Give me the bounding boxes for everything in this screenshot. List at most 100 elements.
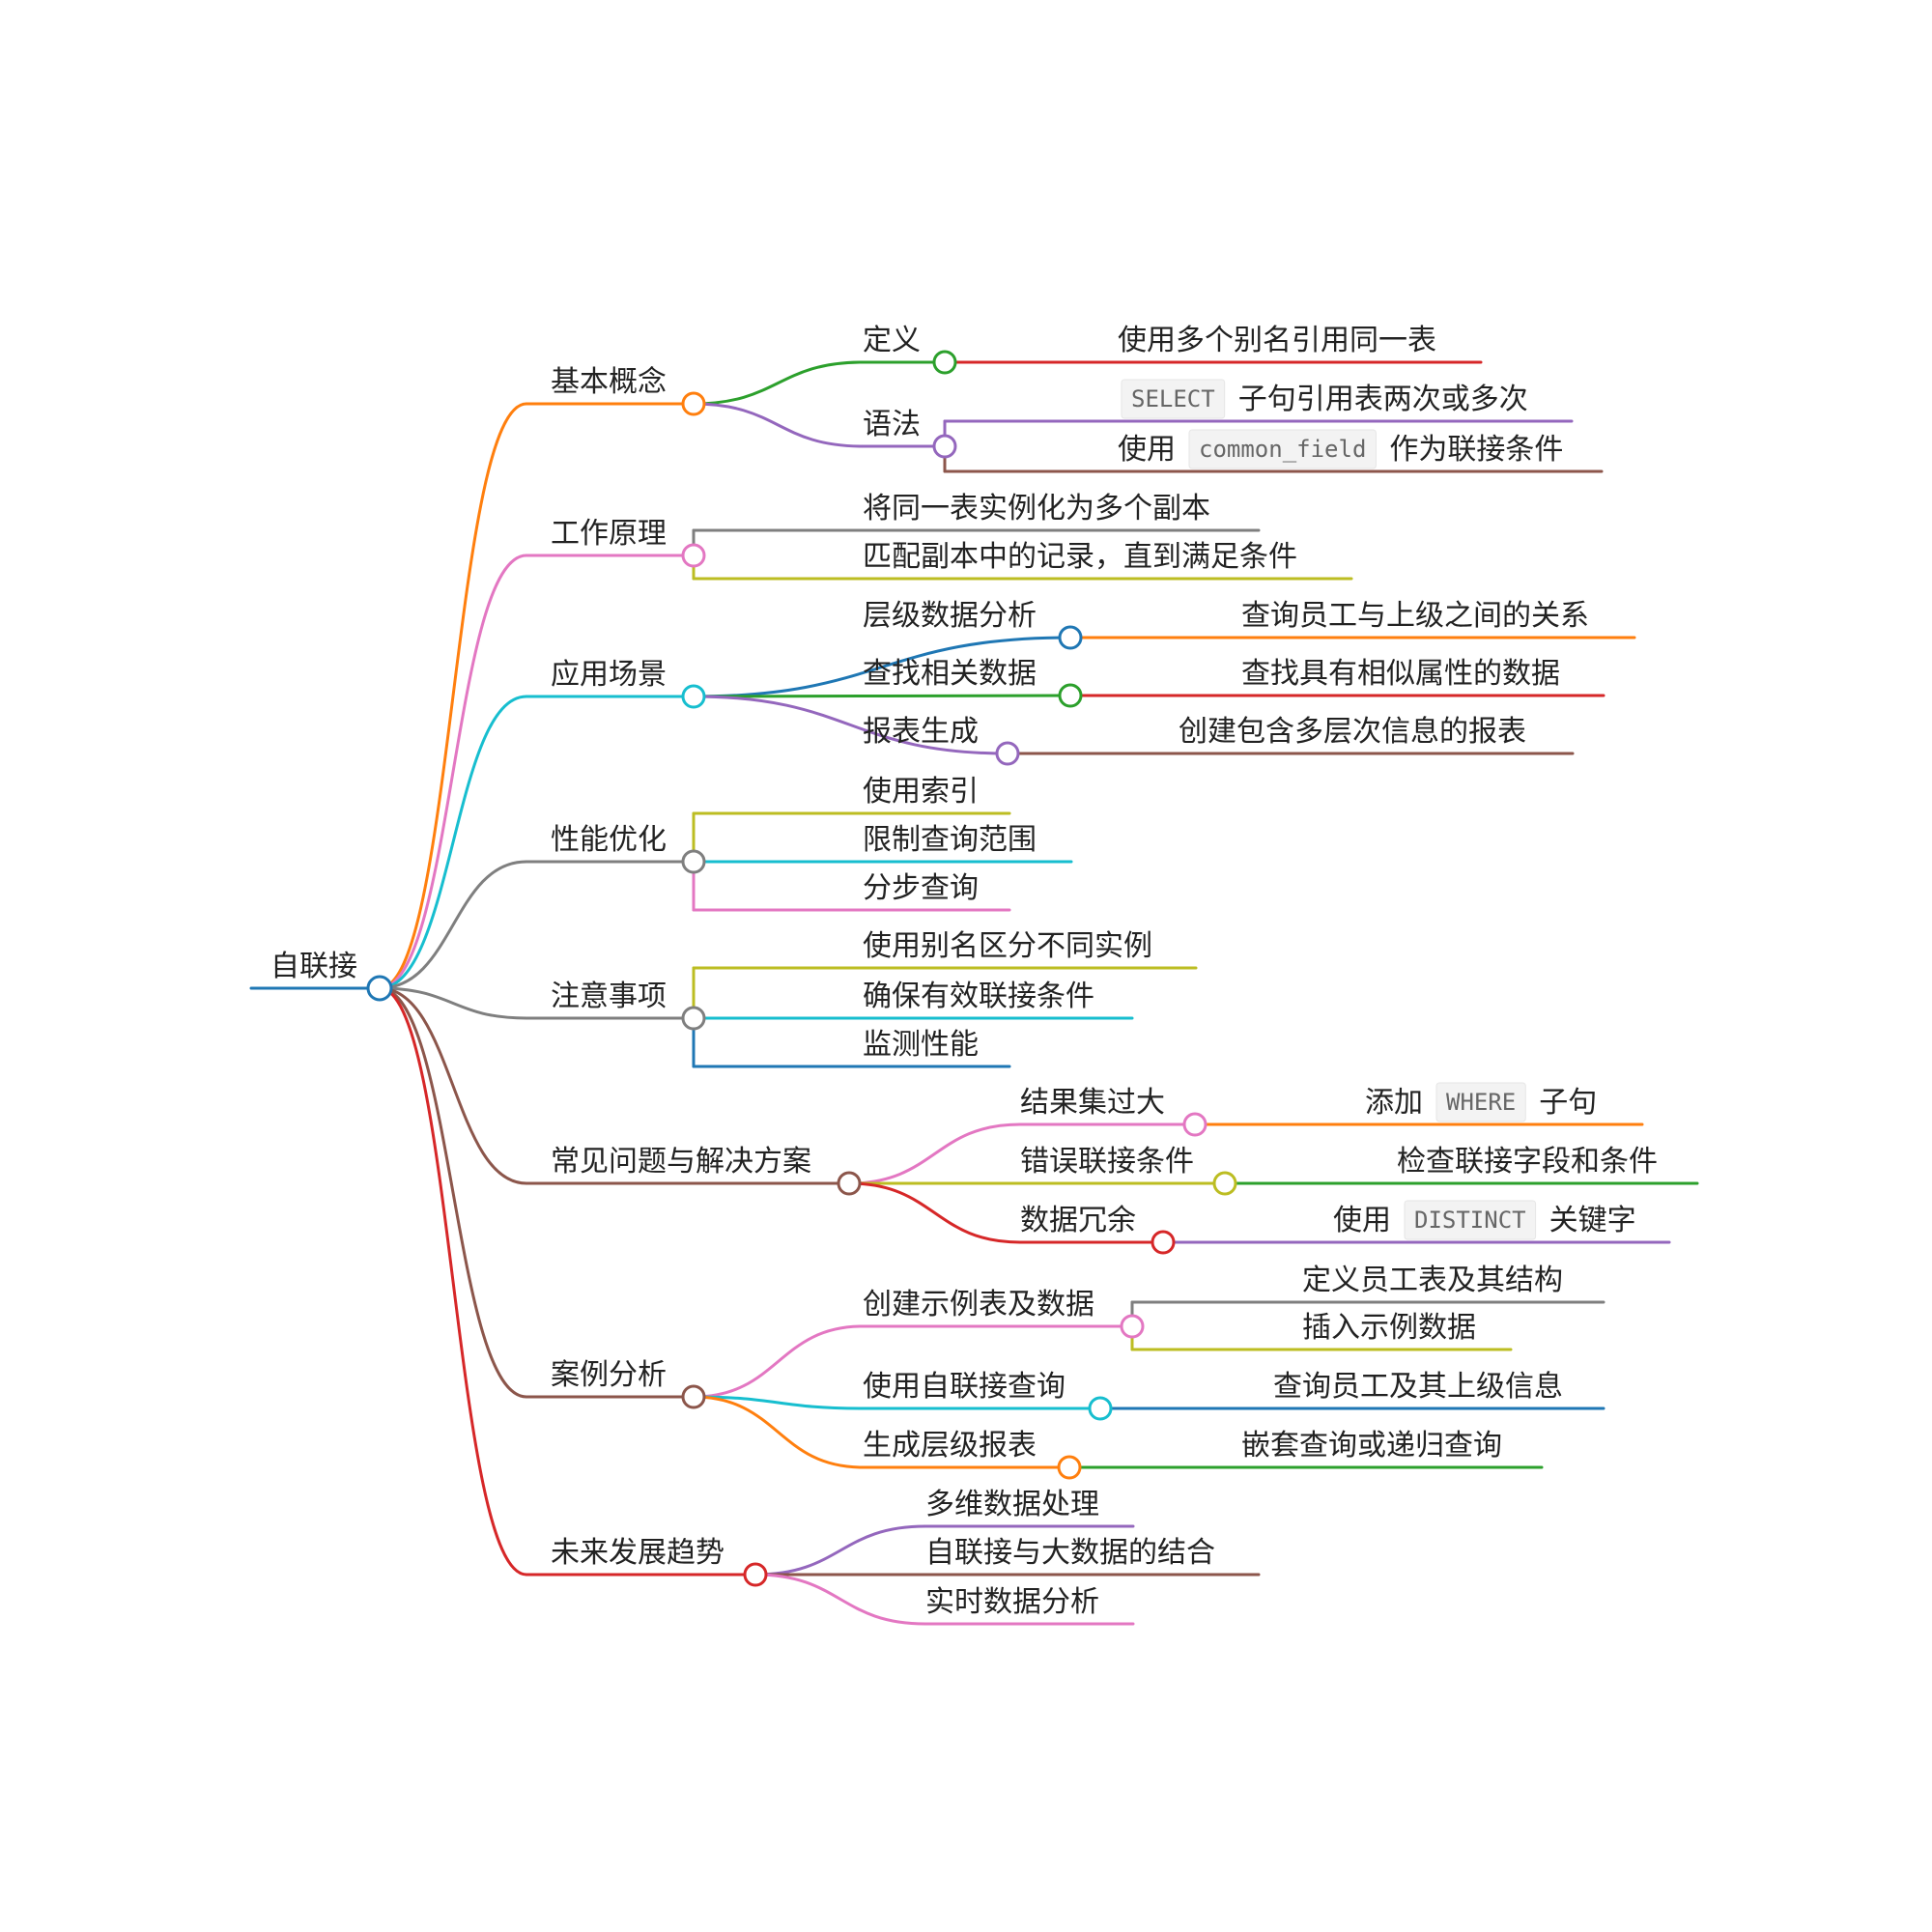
node-circle-b1[interactable] bbox=[681, 391, 706, 416]
node-b7a2: 插入示例数据 bbox=[1302, 1311, 1476, 1345]
edge-b7a bbox=[692, 1324, 865, 1399]
edge-b8 bbox=[378, 986, 528, 1577]
node-label: 插入示例数据 bbox=[1302, 1311, 1476, 1345]
node-b2: 工作原理 bbox=[551, 517, 667, 551]
edge-b7b bbox=[692, 1395, 865, 1410]
node-root: 自联接 bbox=[270, 950, 357, 983]
node-label: 结果集过大 bbox=[1020, 1086, 1165, 1120]
edge-b3c bbox=[692, 695, 1009, 755]
node-b1b2: 使用 common_field 作为联接条件 bbox=[1118, 429, 1563, 469]
node-label: 案例分析 bbox=[551, 1358, 667, 1392]
node-b3c: 报表生成 bbox=[863, 715, 979, 749]
edge-b6c bbox=[847, 1181, 1022, 1244]
node-label: 创建包含多层次信息的报表 bbox=[1179, 715, 1526, 749]
edge-b1a bbox=[692, 360, 865, 406]
edge-b2 bbox=[378, 554, 528, 990]
node-label: 性能优化 bbox=[551, 823, 667, 857]
node-label: 匹配副本中的记录，直到满足条件 bbox=[863, 540, 1297, 574]
edge-b7 bbox=[378, 986, 528, 1399]
node-b3b1: 查找具有相似属性的数据 bbox=[1241, 657, 1560, 691]
node-b1: 基本概念 bbox=[551, 365, 667, 399]
node-b7a: 创建示例表及数据 bbox=[863, 1288, 1094, 1321]
node-label: 自联接与大数据的结合 bbox=[925, 1536, 1215, 1570]
node-b5: 注意事项 bbox=[551, 980, 667, 1013]
node-b4: 性能优化 bbox=[551, 823, 667, 857]
node-circle-b7[interactable] bbox=[681, 1384, 706, 1409]
node-circle-root[interactable] bbox=[366, 975, 393, 1002]
node-label: 限制查询范围 bbox=[863, 823, 1037, 857]
node-label: 将同一表实例化为多个副本 bbox=[863, 492, 1210, 526]
node-b6b1: 检查联接字段和条件 bbox=[1397, 1145, 1658, 1179]
code-snippet: WHERE bbox=[1446, 1089, 1516, 1116]
code-background bbox=[1404, 1200, 1537, 1240]
node-label: 查找相关数据 bbox=[863, 657, 1037, 691]
node-circle-b2[interactable] bbox=[681, 543, 706, 568]
node-circle-b1b[interactable] bbox=[932, 434, 957, 459]
node-b7b: 使用自联接查询 bbox=[863, 1370, 1065, 1404]
node-circle-b6[interactable] bbox=[837, 1171, 862, 1196]
node-circle-b6c[interactable] bbox=[1151, 1230, 1176, 1255]
node-label: 定义员工表及其结构 bbox=[1302, 1264, 1563, 1297]
edge-b6 bbox=[378, 986, 528, 1185]
mind-map-circles bbox=[366, 350, 1237, 1587]
node-label: 确保有效联接条件 bbox=[863, 980, 1094, 1013]
node-b1a1: 使用多个别名引用同一表 bbox=[1118, 324, 1436, 357]
node-label: 查找具有相似属性的数据 bbox=[1241, 657, 1560, 691]
edge-b3a bbox=[692, 636, 1072, 698]
node-circle-b3[interactable] bbox=[681, 684, 706, 709]
node-circle-b8[interactable] bbox=[743, 1562, 768, 1587]
node-label: 基本概念 bbox=[551, 365, 667, 399]
node-circle-b7b[interactable] bbox=[1088, 1396, 1113, 1421]
node-circle-b3b[interactable] bbox=[1058, 683, 1083, 708]
node-b1b: 语法 bbox=[863, 408, 921, 441]
edge-b5 bbox=[378, 986, 528, 1020]
node-b5a: 使用别名区分不同实例 bbox=[863, 929, 1152, 963]
node-circle-b7a[interactable] bbox=[1120, 1314, 1145, 1339]
node-label: 多维数据处理 bbox=[925, 1488, 1099, 1521]
node-b2a: 将同一表实例化为多个副本 bbox=[863, 492, 1210, 526]
node-b6b: 错误联接条件 bbox=[1020, 1145, 1194, 1179]
node-circle-b3c[interactable] bbox=[995, 741, 1020, 766]
node-b5b: 确保有效联接条件 bbox=[863, 980, 1094, 1013]
node-label: 查询员工及其上级信息 bbox=[1273, 1370, 1563, 1404]
node-label: 监测性能 bbox=[863, 1028, 979, 1062]
node-label-part: 子句 bbox=[1539, 1086, 1597, 1120]
code-snippet: common_field bbox=[1199, 436, 1366, 463]
node-circle-b5[interactable] bbox=[681, 1006, 706, 1031]
node-b6c: 数据冗余 bbox=[1020, 1204, 1136, 1237]
node-b3a1: 查询员工与上级之间的关系 bbox=[1241, 599, 1589, 633]
node-label: 常见问题与解决方案 bbox=[551, 1145, 811, 1179]
node-label: 报表生成 bbox=[863, 715, 979, 749]
node-label: 创建示例表及数据 bbox=[863, 1288, 1094, 1321]
node-label-part: 添加 bbox=[1365, 1086, 1423, 1120]
node-b6a: 结果集过大 bbox=[1020, 1086, 1165, 1120]
edge-b3 bbox=[378, 695, 528, 990]
node-b1a: 定义 bbox=[863, 324, 921, 357]
node-label: 生成层级报表 bbox=[863, 1429, 1037, 1463]
edge-b4 bbox=[378, 860, 528, 990]
node-circle-b6a[interactable] bbox=[1182, 1112, 1208, 1137]
node-b7c: 生成层级报表 bbox=[863, 1429, 1037, 1463]
node-label-part: 作为联接条件 bbox=[1389, 433, 1563, 467]
node-circle-b6b[interactable] bbox=[1212, 1171, 1237, 1196]
node-circle-b1a[interactable] bbox=[932, 350, 957, 375]
node-circle-b4[interactable] bbox=[681, 849, 706, 874]
node-label: 使用自联接查询 bbox=[863, 1370, 1065, 1404]
node-b4c: 分步查询 bbox=[863, 871, 979, 905]
node-label-part: 使用 bbox=[1333, 1204, 1391, 1237]
node-label-part: 使用 bbox=[1118, 433, 1176, 467]
node-label: 未来发展趋势 bbox=[551, 1536, 724, 1570]
node-b5c: 监测性能 bbox=[863, 1028, 979, 1062]
node-label: 层级数据分析 bbox=[863, 599, 1037, 633]
edge-b7c bbox=[692, 1395, 865, 1469]
code-snippet: DISTINCT bbox=[1414, 1207, 1526, 1234]
node-label-part: 子句引用表两次或多次 bbox=[1238, 383, 1528, 416]
node-b4b: 限制查询范围 bbox=[863, 823, 1037, 857]
node-label: 使用别名区分不同实例 bbox=[863, 929, 1152, 963]
node-circle-b7c[interactable] bbox=[1057, 1455, 1082, 1480]
node-b4a: 使用索引 bbox=[863, 775, 979, 809]
node-circle-b3a[interactable] bbox=[1058, 625, 1083, 650]
